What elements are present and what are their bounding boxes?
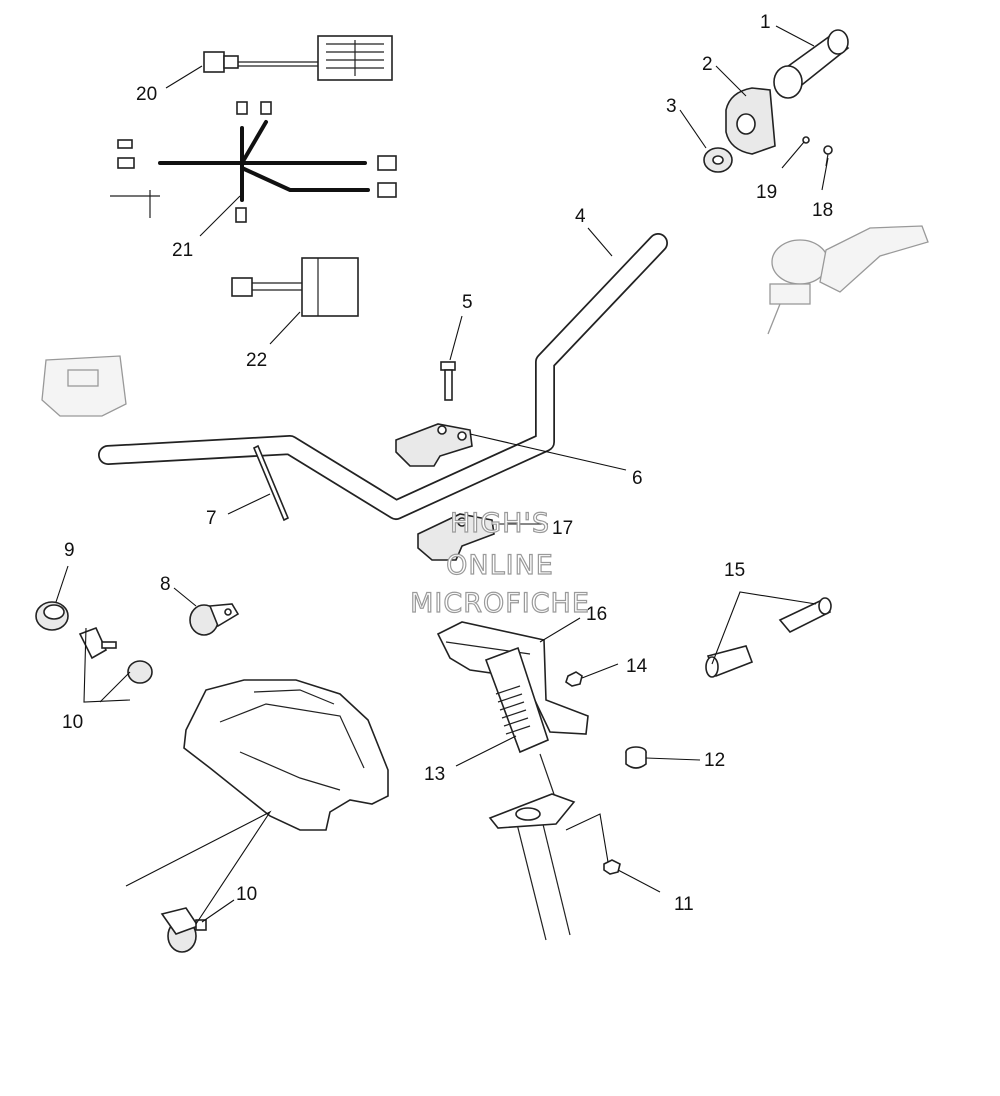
part-15-cable-ends bbox=[705, 597, 832, 678]
part-8-switch-cap bbox=[189, 603, 240, 636]
instrument-pod bbox=[41, 355, 127, 417]
part-3-washer bbox=[703, 147, 733, 173]
callout-14: 14 bbox=[626, 656, 648, 677]
callout-21: 21 bbox=[172, 240, 193, 261]
callout-18: 18 bbox=[812, 200, 833, 221]
part-13-spring bbox=[484, 646, 549, 754]
part-19-screw bbox=[802, 136, 810, 144]
watermark-line-3: MICROFICHE bbox=[410, 588, 590, 619]
callout-11: 11 bbox=[674, 894, 694, 915]
watermark: HIGH'S ONLINE MICROFICHE bbox=[409, 507, 590, 619]
callout-13: 13 bbox=[424, 764, 445, 785]
callout-22: 22 bbox=[246, 350, 267, 371]
callout-16: 16 bbox=[586, 604, 607, 625]
brake-lever-assembly bbox=[767, 225, 929, 335]
callout-8: 8 bbox=[160, 574, 171, 595]
callout-7: 7 bbox=[206, 508, 217, 529]
part-10-key-switch bbox=[78, 626, 153, 684]
part-18-pin bbox=[823, 145, 833, 167]
watermark-line-1: HIGH'S bbox=[450, 508, 550, 539]
callout-19: 19 bbox=[756, 182, 777, 203]
callout-2: 2 bbox=[702, 54, 713, 75]
callout-4: 4 bbox=[575, 206, 586, 227]
part-17-clamp bbox=[417, 513, 495, 561]
callout-10-lower: 10 bbox=[236, 884, 257, 905]
part-22-relay-module bbox=[231, 257, 359, 317]
part-14-nut bbox=[565, 671, 583, 687]
callout-1: 1 bbox=[760, 12, 771, 33]
callout-15: 15 bbox=[724, 560, 745, 581]
part-12-bushing bbox=[625, 746, 647, 769]
part-2-throttle-housing bbox=[725, 87, 776, 155]
part-1-grip bbox=[773, 29, 850, 99]
part-7-cable-tie bbox=[252, 444, 290, 522]
part-20-wiring-connector bbox=[203, 35, 393, 81]
part-21-wiring-harness bbox=[110, 101, 397, 223]
callout-12: 12 bbox=[704, 750, 725, 771]
part-5-bolt bbox=[440, 361, 456, 401]
callout-5: 5 bbox=[462, 292, 473, 313]
part-9-cap bbox=[35, 601, 69, 631]
watermark-line-2: ONLINE bbox=[446, 550, 554, 581]
callout-numbers: 1 2 3 4 5 6 7 8 9 10 10 11 12 13 14 15 1… bbox=[62, 12, 833, 915]
callout-20: 20 bbox=[136, 84, 157, 105]
part-4-handlebar bbox=[98, 233, 668, 520]
callout-17: 17 bbox=[552, 518, 573, 539]
callout-3: 3 bbox=[666, 96, 677, 117]
part-11-nut bbox=[603, 859, 621, 875]
steering-plate bbox=[488, 793, 576, 829]
callout-6: 6 bbox=[632, 468, 643, 489]
dash-housing bbox=[183, 679, 389, 831]
steering-column bbox=[515, 753, 571, 941]
part-6-clamp bbox=[395, 423, 473, 467]
leader-lines bbox=[55, 25, 829, 925]
callout-10-upper: 10 bbox=[62, 712, 83, 733]
callout-9: 9 bbox=[64, 540, 75, 561]
part-10-lower-switch bbox=[160, 907, 207, 953]
